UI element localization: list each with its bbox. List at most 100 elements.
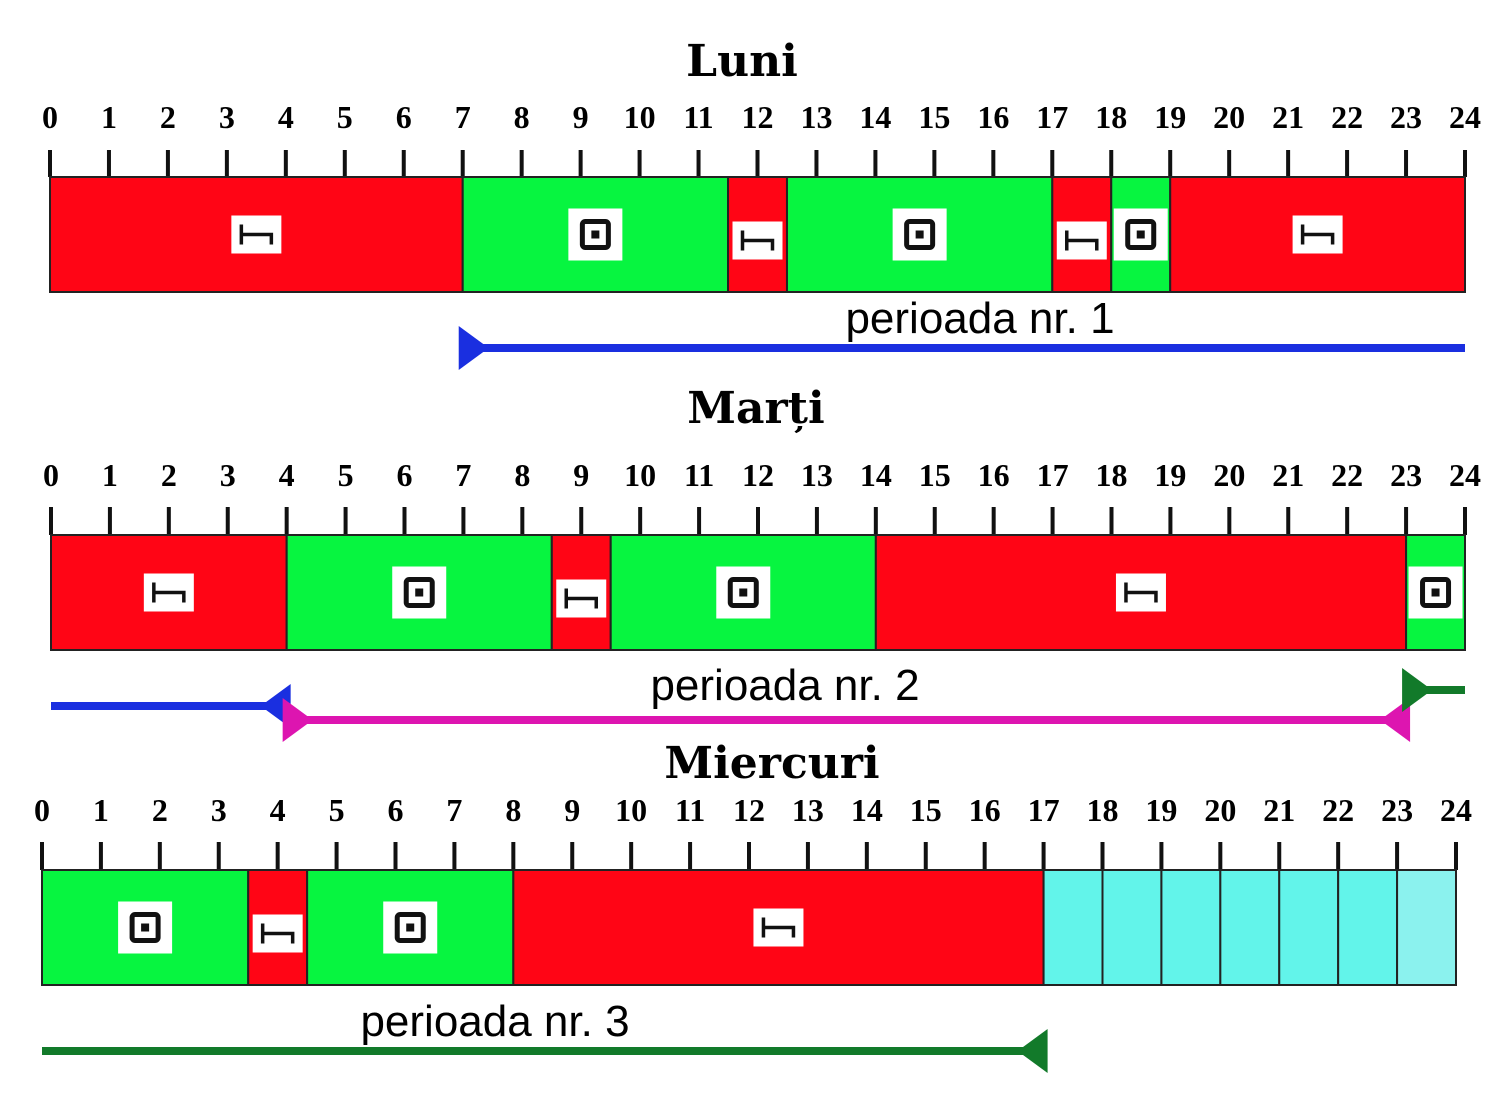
arrowhead [1017,1029,1048,1073]
tick-label: 22 [1322,792,1354,828]
tick-label: 14 [859,99,891,135]
target-center [1431,588,1440,597]
tick-label: 20 [1213,99,1245,135]
bed-glyph [740,230,775,251]
target-center [591,230,600,239]
target-icon [118,901,173,954]
tick-label: 11 [684,457,714,493]
segment-bar [1337,869,1399,986]
bed-glyph [152,582,186,603]
segment-work [285,534,553,651]
segment-free [1101,869,1163,986]
segment-work [41,869,250,986]
tick-label: 16 [977,99,1009,135]
tick-label: 1 [101,99,117,135]
tick-label: 10 [624,457,656,493]
target-icon [892,208,947,261]
tick-label: 0 [34,792,50,828]
tick-label: 20 [1204,792,1236,828]
tick-label: 22 [1331,99,1363,135]
target-frame [904,219,936,250]
tick-label: 14 [860,457,892,493]
target-icon [568,208,623,261]
target-frame [1420,577,1452,608]
tick-label: 21 [1263,792,1295,828]
segment-free_light [1396,869,1458,986]
tick-label: 19 [1154,99,1186,135]
tick-label: 20 [1213,457,1245,493]
target-frame [727,577,759,608]
tick-label: 24 [1449,457,1481,493]
tick-label: 18 [1087,792,1119,828]
tick-label: 6 [388,792,404,828]
tick-label: 22 [1331,457,1363,493]
target-center [141,923,150,932]
segment-rest [247,869,309,986]
bed-icon [252,914,303,953]
tick-label: 10 [615,792,647,828]
segment-work [461,176,730,293]
tick-label: 12 [742,99,774,135]
tick-label: 13 [792,792,824,828]
tick-label: 19 [1154,457,1186,493]
tick-label: 5 [337,99,353,135]
tick-label: 15 [910,792,942,828]
tick-label: 7 [455,457,471,493]
tick-label: 15 [918,99,950,135]
tick-label: 2 [161,457,177,493]
tick-label: 8 [514,457,530,493]
period-arrow-blue [51,684,291,728]
period-label: perioada nr. 2 [650,661,919,710]
tick-label: 9 [573,457,589,493]
target-frame [579,219,611,250]
tick-label: 16 [969,792,1001,828]
period-arrow-green_arrow [1402,668,1465,712]
target-icon [1408,566,1463,619]
tick-label: 17 [1036,99,1068,135]
tick-label: 12 [742,457,774,493]
day-title: Miercuri [664,738,879,789]
target-icon [1113,208,1168,261]
segment-free [1042,869,1104,986]
bed-icon [1292,215,1343,254]
period-label: perioada nr. 3 [360,997,629,1046]
tick-label: 23 [1390,99,1422,135]
segment-free [1160,869,1222,986]
tick-label: 6 [396,99,412,135]
tick-label: 18 [1096,457,1128,493]
tick-label: 11 [683,99,713,135]
target-icon [392,566,447,619]
segment-bar [306,869,515,986]
tick-label: 4 [278,99,294,135]
tick-label: 0 [42,99,58,135]
target-center [1136,230,1145,239]
target-center [915,230,924,239]
tick-label: 5 [338,457,354,493]
tick-label: 4 [279,457,295,493]
segment-work [1405,534,1467,651]
target-frame [394,912,426,943]
tick-label: 13 [800,99,832,135]
segment-free [1337,869,1399,986]
tick-label: 11 [675,792,705,828]
tick-label: 19 [1145,792,1177,828]
period-arrow-blue [458,326,1465,370]
tick-label: 7 [455,99,471,135]
segment-work [785,176,1054,293]
tick-label: 5 [329,792,345,828]
bed-icon [1115,573,1166,612]
tick-label: 24 [1449,99,1481,135]
tick-label: 14 [851,792,883,828]
tick-label: 1 [102,457,118,493]
tick-label: 23 [1390,457,1422,493]
target-center [406,923,415,932]
tick-label: 6 [397,457,413,493]
segment-bar [1396,869,1458,986]
tick-label: 23 [1381,792,1413,828]
bed-glyph [1300,224,1335,245]
segment-bar [1278,869,1340,986]
arrowhead [458,326,489,370]
day-title: Marți [687,383,824,434]
bed-icon [1056,221,1107,260]
